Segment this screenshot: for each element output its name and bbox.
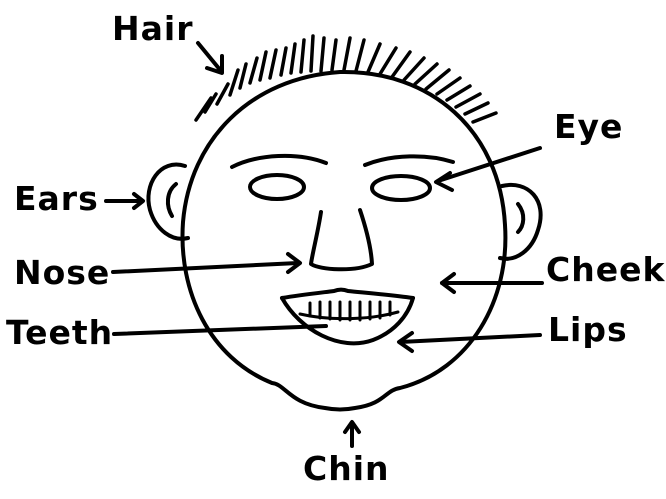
label-eye: Eye (554, 110, 623, 143)
right-ear-inner (518, 204, 523, 232)
label-lips: Lips (548, 313, 628, 346)
label-teeth: Teeth (6, 316, 113, 349)
label-cheek: Cheek (546, 253, 665, 286)
right-eyebrow (365, 156, 453, 165)
head-outline (182, 72, 505, 410)
label-ears: Ears (14, 182, 99, 215)
left-ear-inner (168, 184, 176, 216)
lower-lip (282, 298, 413, 343)
label-chin: Chin (303, 452, 390, 485)
label-nose: Nose (14, 256, 110, 289)
left-eye (250, 175, 304, 199)
arrow-chin (345, 422, 359, 446)
nose (311, 210, 372, 269)
arrow-nose (113, 254, 300, 272)
right-eye (372, 176, 430, 200)
arrow-teeth (114, 326, 326, 334)
arrow-hair (198, 43, 222, 73)
label-hair: Hair (112, 12, 193, 45)
upper-lip (282, 290, 413, 299)
left-eyebrow (232, 156, 326, 167)
arrow-cheek (442, 274, 542, 292)
arrow-ears (106, 194, 143, 208)
